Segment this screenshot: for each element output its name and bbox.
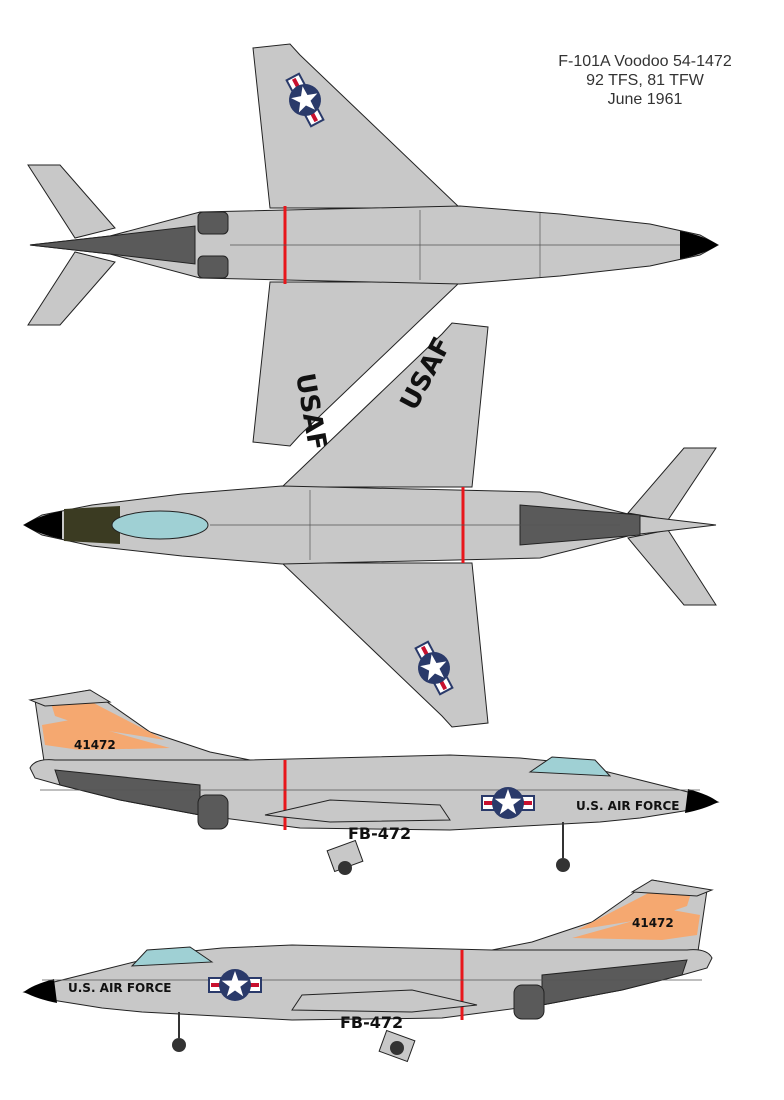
caption-aircraft: F-101A Voodoo 54-1472 [558, 53, 732, 70]
anti-glare-panel [64, 506, 120, 544]
tail-number: 41472 [632, 916, 674, 930]
lower-wing [280, 562, 489, 728]
tail-stripe [42, 720, 170, 750]
radome [685, 789, 718, 813]
engine-nozzle [197, 794, 229, 830]
tail-number: 41472 [74, 738, 116, 752]
radome [680, 231, 718, 259]
right-tailplane [27, 251, 116, 326]
caption-unit: 92 TFS, 81 TFW [586, 72, 704, 89]
left-tailplane [27, 164, 116, 239]
side-view-left-facing: 41472 U.S. AIR FORCE FB-472 [22, 879, 714, 1063]
stores-pylon [264, 799, 451, 823]
radome [24, 511, 62, 539]
underside-view: USAF [27, 43, 720, 453]
fuselage-text: U.S. AIR FORCE [68, 981, 172, 995]
fuselage-text: U.S. AIR FORCE [576, 799, 680, 813]
caption: F-101A Voodoo 54-1472 92 TFS, 81 TFW Jun… [520, 52, 770, 109]
top-view: USAF [22, 322, 717, 728]
canopy [528, 756, 612, 777]
tailplane [28, 689, 112, 707]
engine-nozzle [197, 211, 229, 235]
nose-wheel [556, 858, 570, 872]
left-tailplane [627, 529, 717, 606]
exhaust-section [29, 225, 196, 265]
buzz-number: FB-472 [348, 824, 411, 843]
main-wheel [338, 861, 352, 875]
upper-wing [252, 43, 462, 209]
right-tailplane [627, 447, 717, 521]
caption-date: June 1961 [607, 91, 683, 108]
engine-nozzle [197, 255, 229, 279]
side-view-right-facing: 41472 U.S. AIR FORCE FB-472 [28, 689, 720, 875]
buzz-number: FB-472 [340, 1013, 403, 1032]
canopy [111, 510, 209, 540]
exhaust-section [54, 769, 201, 816]
